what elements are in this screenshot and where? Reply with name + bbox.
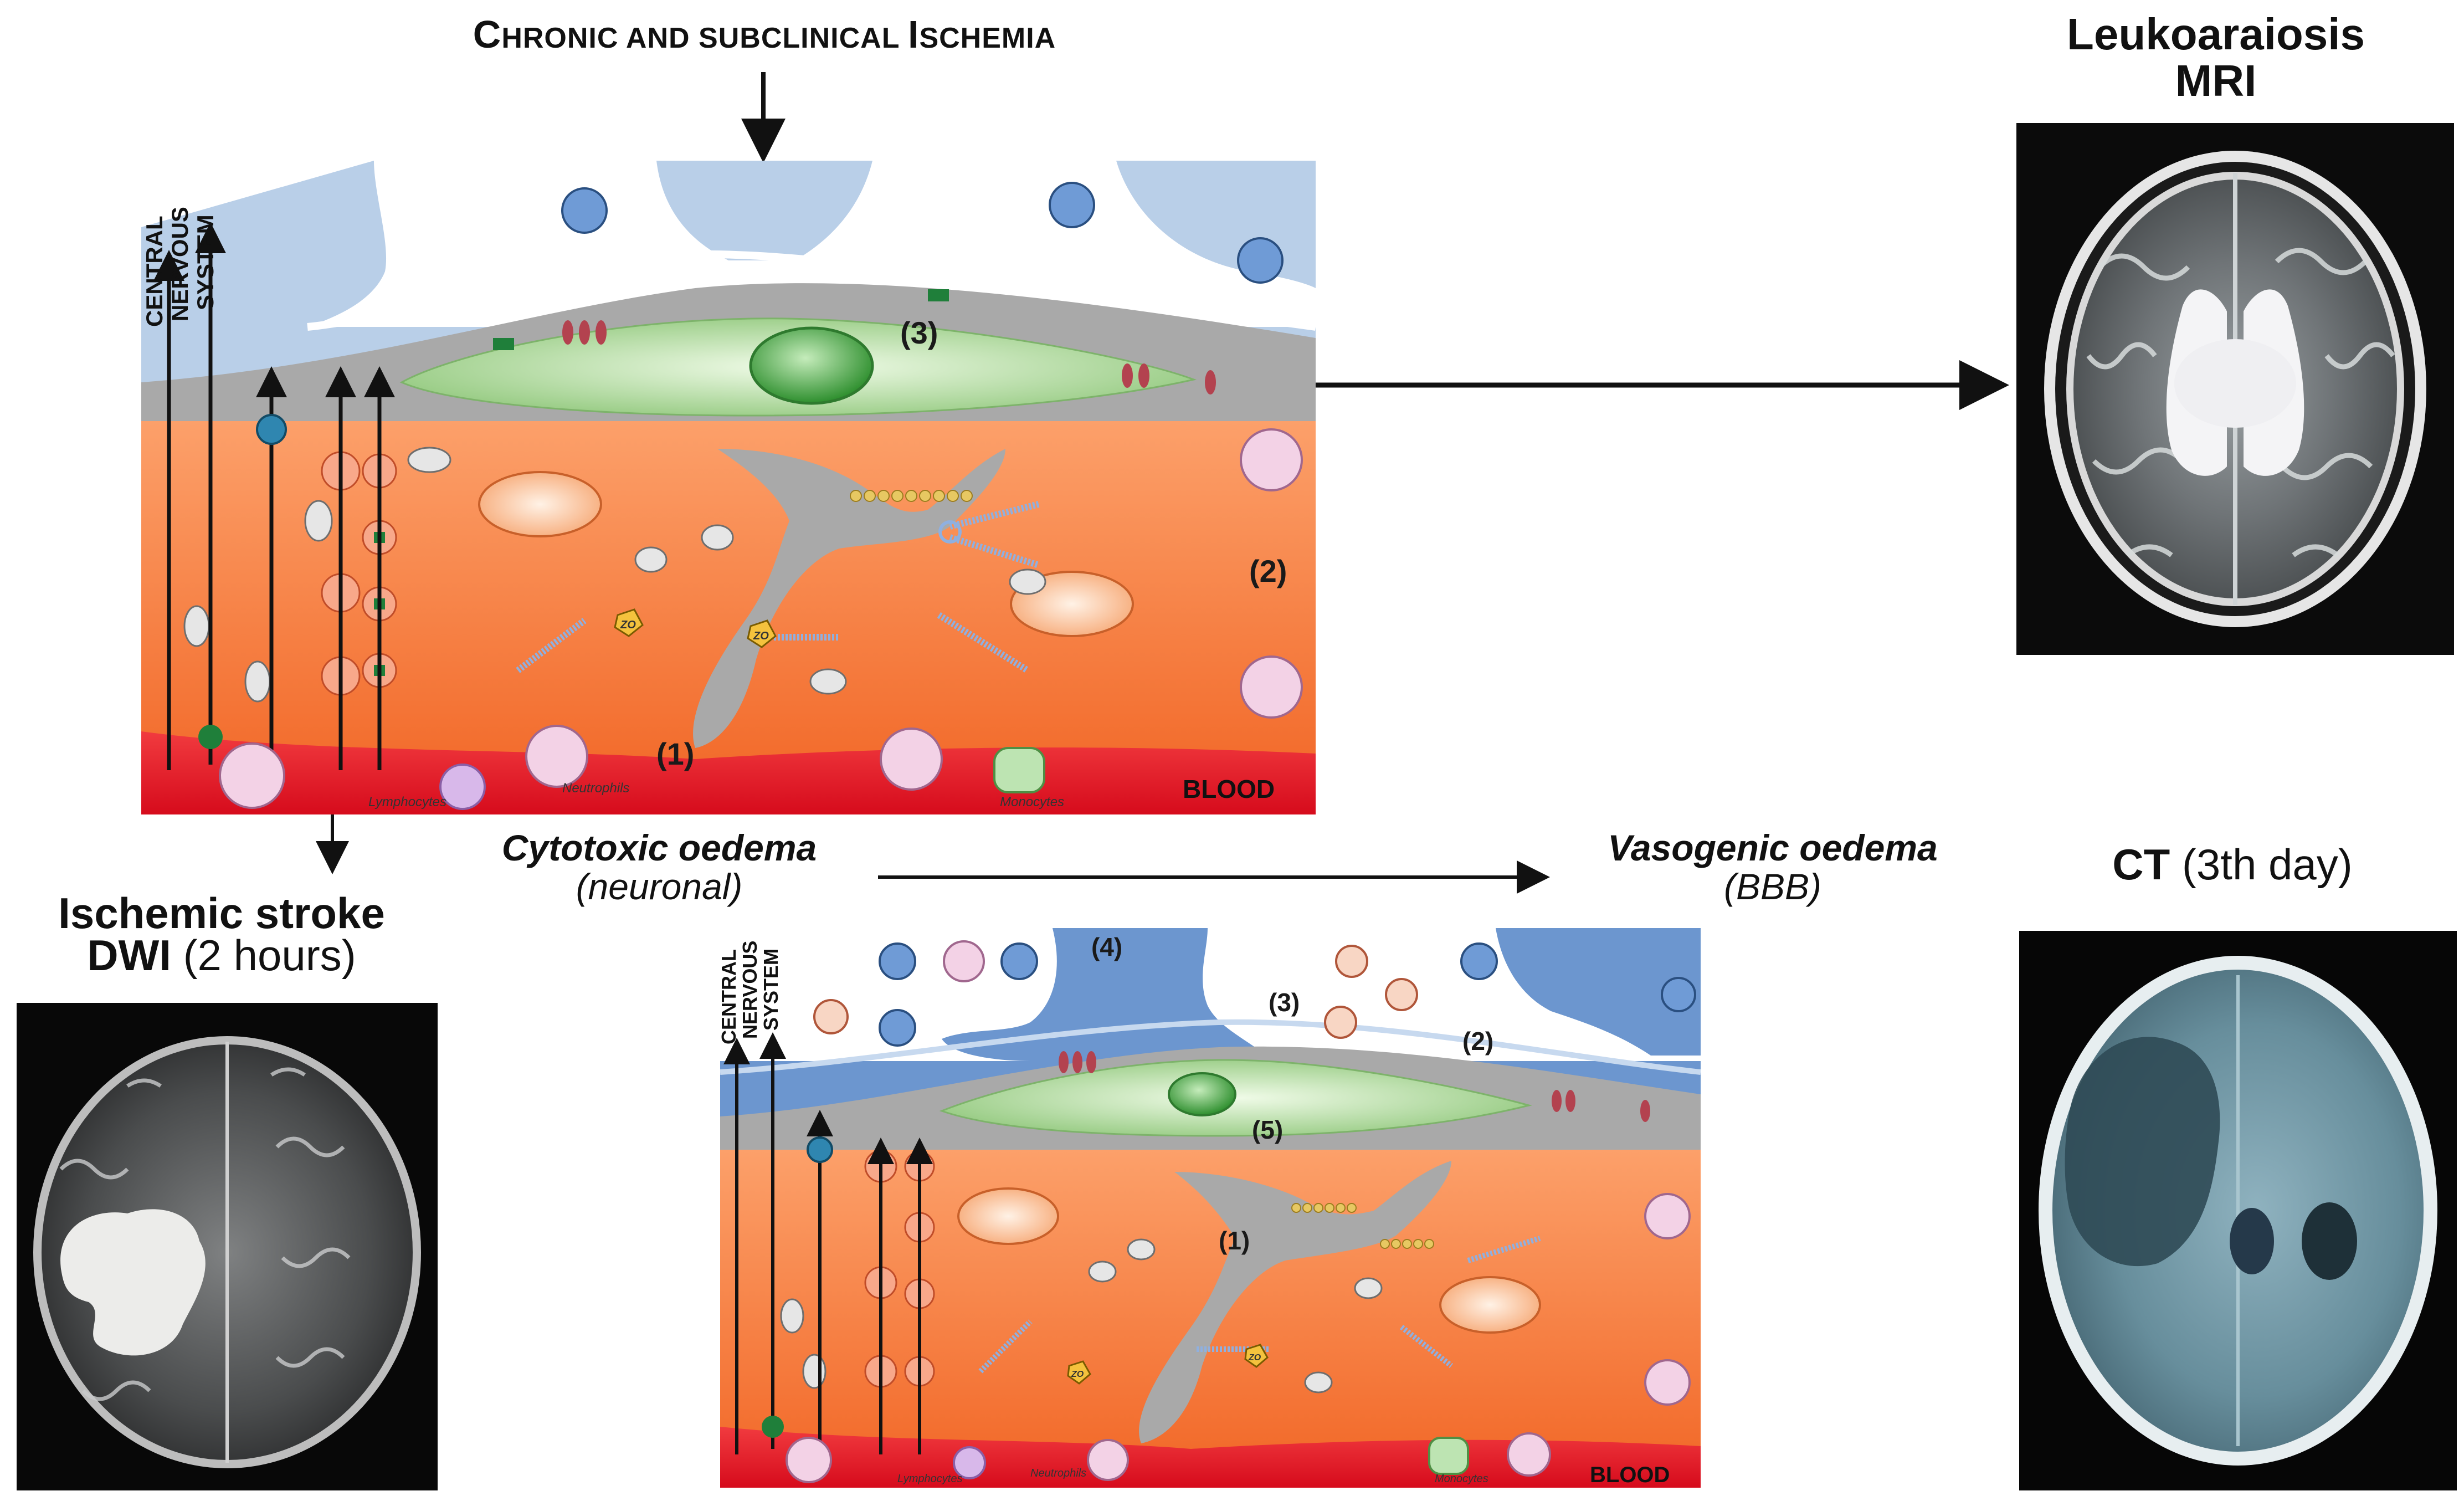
- label-5-bottom: (5): [1252, 1115, 1283, 1144]
- zo-label-bottom-1: ZO: [1071, 1370, 1084, 1379]
- astrocytes-bottom: [879, 942, 1696, 1047]
- transporter-blue: [256, 414, 287, 445]
- monocytes-label-bottom: Monocytes: [1435, 1473, 1488, 1485]
- zo-label-bottom-2: ZO: [1248, 1353, 1261, 1362]
- stroke-line2: DWI (2 hours): [0, 934, 443, 977]
- transporter-green: [198, 725, 223, 749]
- mitochondria-bottom: [780, 1238, 1383, 1393]
- mitochondria: [183, 447, 1046, 703]
- endothelial-nucleus-left: [478, 471, 602, 537]
- cytotoxic-subtitle: (neuronal): [576, 866, 743, 907]
- zo-label-2: ZO: [753, 630, 769, 642]
- blood-cells: [219, 428, 1303, 810]
- astrocytes: [561, 182, 1284, 284]
- lymphocytes-label-bottom: Lymphocytes: [897, 1473, 962, 1485]
- ct-bold: CT: [2112, 840, 2170, 889]
- title-small-1: HRONIC AND SUBCLINICAL: [501, 22, 908, 54]
- ct-hypodense-lesion: [2065, 1037, 2220, 1267]
- neutrophils-label-bottom: Neutrophils: [1030, 1467, 1086, 1479]
- vasogenic-title: Vasogenic oedema: [1608, 827, 1938, 868]
- pericyte-nucleus: [749, 326, 874, 405]
- ischemic-stroke-title: Ischemic stroke DWI (2 hours): [0, 889, 443, 977]
- stroke-hours: (2 hours): [171, 931, 356, 980]
- cytotoxic-label: Cytotoxic oedema (neuronal): [460, 828, 859, 906]
- leuko-line2: MRI: [2175, 56, 2257, 105]
- blood-label-top: BLOOD: [1183, 775, 1275, 803]
- pericyte-nucleus-bottom: [1168, 1072, 1236, 1116]
- transport-arrows: [153, 222, 395, 770]
- leukoaraiosis-title: Leukoaraiosis MRI: [2016, 11, 2415, 104]
- label-4-bottom: (4): [1091, 933, 1122, 961]
- neutrophils-label-top: Neutrophils: [562, 781, 629, 796]
- vasogenic-subtitle: (BBB): [1723, 866, 1822, 907]
- ct-image: [2019, 931, 2457, 1490]
- lymphocytes-label-top: Lymphocytes: [368, 795, 446, 810]
- stroke-dwi: DWI: [87, 931, 171, 980]
- monocytes-label-top: Monocytes: [1000, 795, 1064, 810]
- intercellular-cleft: [693, 449, 1005, 748]
- bbb-diagram-bottom: ZO ZO CENTRAL NERVOUS SYSTEM (4) (3) (2)…: [720, 928, 1701, 1488]
- ct-ventricle: [2302, 1202, 2357, 1280]
- actin-filaments: [516, 501, 1040, 674]
- label-3-top: (3): [900, 315, 938, 350]
- blood-label-bottom: BLOOD: [1590, 1463, 1670, 1487]
- cytotoxic-title: Cytotoxic oedema: [501, 827, 817, 868]
- title-cap-c: C: [473, 13, 502, 56]
- ct-day: (3th day): [2170, 840, 2353, 889]
- transport-arrows-bottom: [723, 1032, 933, 1454]
- tight-junction-beads: [850, 490, 973, 502]
- dwi-stroke-image: [17, 1003, 438, 1490]
- cns-label-bottom-line3: SYSTEM: [759, 949, 782, 1031]
- receptor-pills: [562, 320, 1216, 395]
- cns-label-line3: SYSTEM: [192, 214, 218, 310]
- intercellular-cleft-bottom: [1139, 1161, 1451, 1443]
- title-small-2: SCHEMIA: [919, 22, 1056, 54]
- label-1-top: (1): [656, 736, 694, 771]
- tight-junction-beads-bottom: [1291, 1203, 1434, 1249]
- mri-leukoaraiosis-image: [2016, 123, 2454, 655]
- chronic-ischemia-title: CHRONIC AND SUBCLINICAL ISCHEMIA: [388, 12, 1141, 57]
- endothelial-nucleus-left-bottom: [957, 1187, 1059, 1245]
- dwi-infarct: [60, 1209, 206, 1356]
- vasogenic-label: Vasogenic oedema (BBB): [1562, 828, 1983, 906]
- inflammatory-cells-bottom: [786, 940, 1691, 1483]
- cns-label-bottom-line1: CENTRAL: [720, 949, 740, 1044]
- astrocyte-endfoot: [656, 161, 872, 260]
- label-2-bottom: (2): [1462, 1027, 1493, 1056]
- title-cap-i: I: [907, 13, 920, 56]
- cns-label-line2: NERVOUS: [167, 207, 193, 321]
- bbb-diagram-top: ZO ZO CENTRAL NERVOUS SYSTEM (3) (2) (1)…: [141, 161, 1316, 814]
- label-1-bottom: (1): [1219, 1226, 1250, 1255]
- label-2-top: (2): [1249, 554, 1287, 588]
- cns-label-line1: CENTRAL: [141, 216, 167, 327]
- ct-title: CT (3th day): [2016, 839, 2448, 890]
- label-3-bottom: (3): [1269, 988, 1300, 1017]
- stroke-line1: Ischemic stroke: [58, 889, 385, 937]
- endothelial-nucleus-right-bottom: [1439, 1276, 1541, 1334]
- zo-label-1: ZO: [620, 619, 636, 631]
- leuko-line1: Leukoaraiosis: [2066, 9, 2365, 59]
- receptor-pills-bottom: [1059, 1051, 1650, 1122]
- cns-label-bottom-line2: NERVOUS: [738, 941, 761, 1039]
